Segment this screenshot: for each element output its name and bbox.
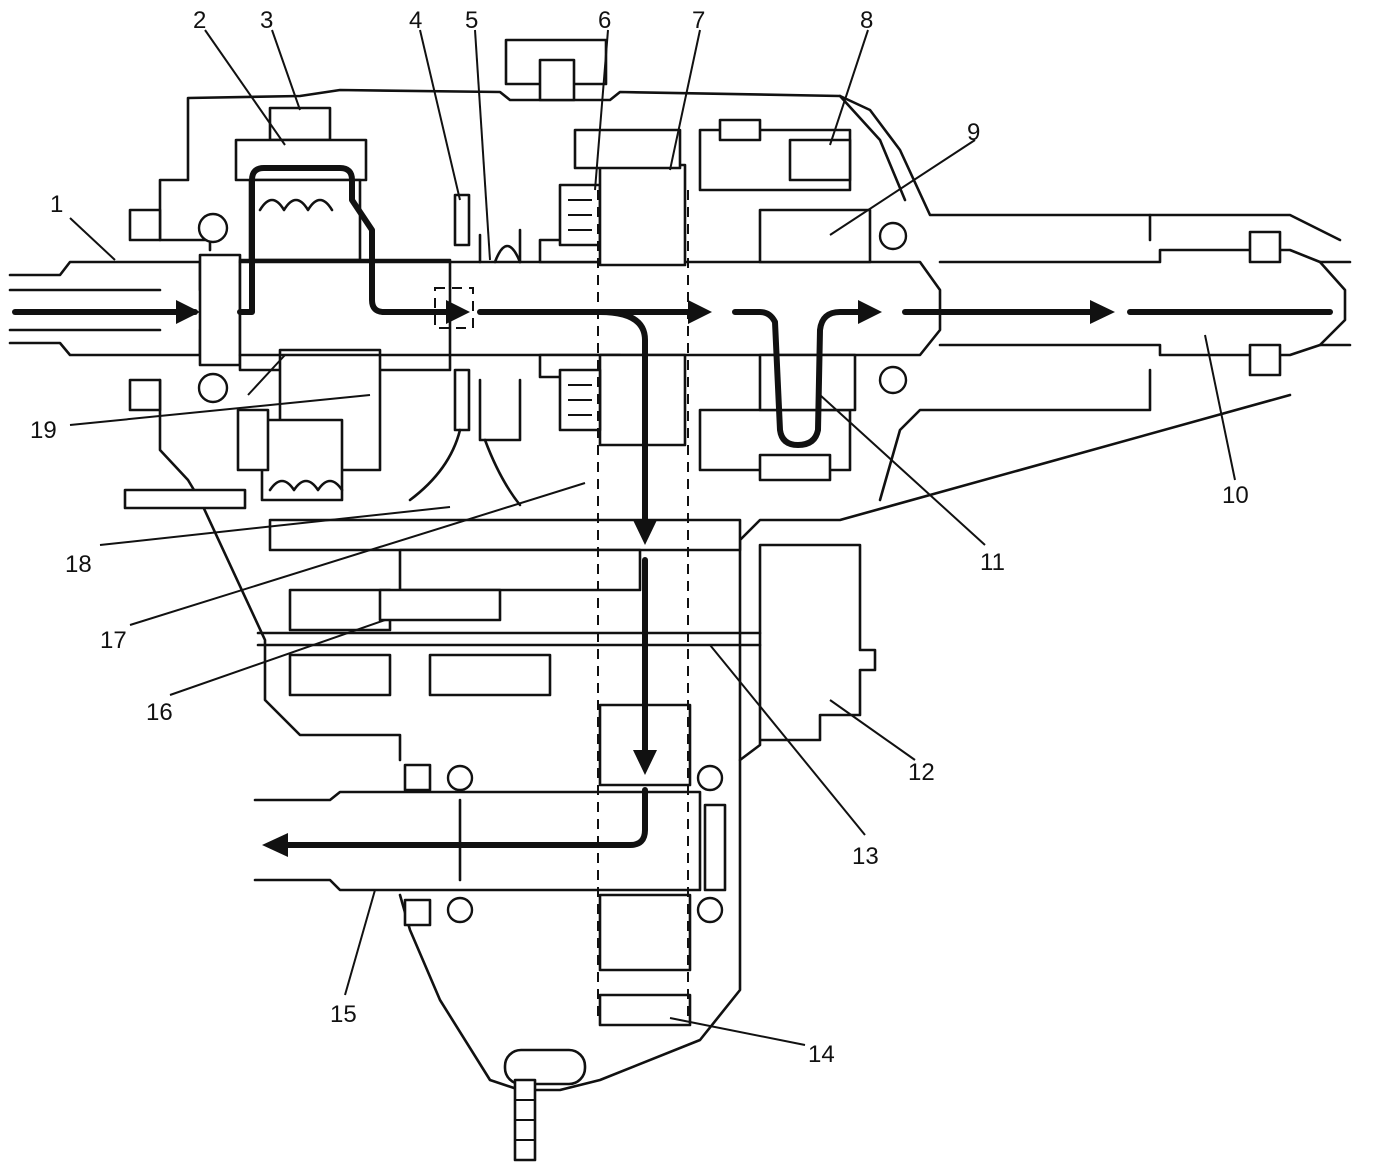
rear-output-shaft [938,230,1352,377]
front-bearings [123,208,247,510]
callout-4: 4 [409,7,422,34]
chain-path-dashed [434,190,689,1020]
callout-leaders [69,29,1236,1046]
callout-7: 7 [692,7,705,34]
callout-13: 13 [852,843,879,870]
callout-19: 19 [30,417,57,444]
callout-5: 5 [465,7,478,34]
callout-15: 15 [330,1001,357,1028]
callout-2: 2 [193,7,206,34]
callout-1: 1 [50,191,63,218]
callout-16: 16 [146,699,173,726]
callout-8: 8 [860,7,873,34]
callout-9: 9 [967,119,980,146]
callout-14: 14 [808,1041,835,1068]
callout-12: 12 [908,759,935,786]
callout-17: 17 [100,627,127,654]
callout-6: 6 [598,7,611,34]
callout-11: 11 [980,549,1005,576]
callout-3: 3 [260,7,273,34]
input-shaft [8,253,242,367]
clutch-pack [558,128,687,447]
callout-10: 10 [1222,482,1249,509]
rear-gear-set [698,118,908,482]
power-flow-path [12,165,1333,857]
housing-outline [158,38,1342,1162]
callout-labels: 1 2 3 4 5 6 7 8 9 10 11 12 13 14 15 16 1… [30,7,1249,1068]
pump-assembly [256,518,762,697]
callout-18: 18 [65,551,92,578]
